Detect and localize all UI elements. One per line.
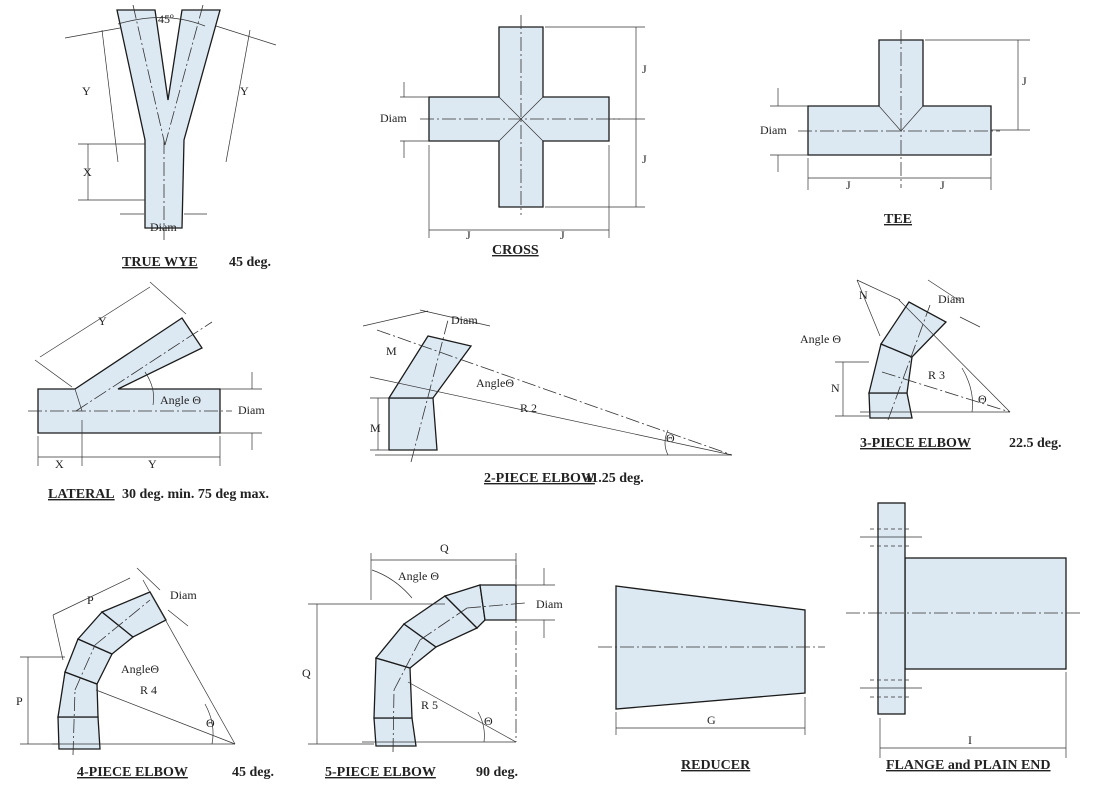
- cross-j-bottom-label: J: [642, 152, 647, 166]
- elbow3-spec: 22.5 deg.: [1009, 436, 1062, 451]
- tee-fitting: [770, 30, 1030, 190]
- lateral-body: [37, 317, 221, 434]
- cross-caption: CROSS: [492, 243, 539, 258]
- elbow2-caption: 2-PIECE ELBOW: [484, 471, 595, 486]
- elbow3-top-segment: [880, 301, 948, 358]
- lateral-fitting: [28, 281, 262, 466]
- elbow5-angle-label: Angle Θ: [398, 569, 439, 583]
- elbow2-m-bottom-label: M: [370, 421, 381, 435]
- two-piece-elbow-fitting: [362, 309, 733, 463]
- elbow5-diam-label: Diam: [536, 597, 563, 611]
- elbow2-spec: 11.25 deg.: [585, 471, 644, 486]
- elbow5-r5-label: R 5: [421, 698, 438, 712]
- reducer-g-label: G: [707, 713, 716, 727]
- tee-body: [807, 39, 992, 156]
- true-wye-spec: 45 deg.: [229, 255, 271, 270]
- elbow3-n-bottom-label: N: [831, 381, 840, 395]
- elbow3-caption: 3-PIECE ELBOW: [860, 436, 971, 451]
- elbow4-r4-label: R 4: [140, 683, 157, 697]
- lateral-y-top-label: Y: [98, 314, 107, 328]
- elbow2-r2-label: R 2: [520, 401, 537, 415]
- tee-j-right-label: J: [940, 178, 945, 192]
- elbow4-segment-5: [100, 591, 167, 638]
- elbow2-diam-label: Diam: [451, 313, 478, 327]
- elbow3-r3-label: R 3: [928, 368, 945, 382]
- true-wye-body: [116, 9, 221, 229]
- cross-j-top-label: J: [642, 62, 647, 76]
- flange-caption: FLANGE and PLAIN END: [886, 758, 1051, 773]
- elbow5-caption: 5-PIECE ELBOW: [325, 765, 436, 780]
- elbow4-theta-label: Θ: [206, 716, 215, 730]
- elbow4-p-left-label: P: [16, 694, 23, 708]
- elbow5-q-left-label: Q: [302, 666, 311, 680]
- elbow5-spec: 90 deg.: [476, 765, 518, 780]
- lateral-spec: 30 deg. min. 75 deg max.: [122, 487, 269, 502]
- elbow3-n-top-label: N: [859, 288, 868, 302]
- elbow5-segment-6: [479, 584, 517, 621]
- cross-j-right-label: J: [560, 228, 565, 242]
- reducer-body: [615, 585, 806, 710]
- elbow5-theta-label: Θ: [484, 714, 493, 728]
- cross-fitting: [400, 15, 645, 238]
- reducer-caption: REDUCER: [681, 758, 751, 773]
- elbow5-q-top-label: Q: [440, 541, 449, 555]
- elbow3-theta-label: Θ: [978, 392, 987, 406]
- three-piece-elbow-fitting: [835, 279, 1011, 421]
- elbow2-angle-label: AngleΘ: [476, 376, 514, 390]
- tee-j-vertical-label: J: [1022, 74, 1027, 88]
- elbow2-lower-segment: [388, 397, 438, 451]
- true-wye-y-right-label: Y: [240, 84, 249, 98]
- lateral-diam-label: Diam: [238, 403, 265, 417]
- flange-plate: [877, 502, 906, 715]
- true-wye-diam-label: Diam: [150, 220, 177, 234]
- true-wye-x-label: X: [83, 165, 92, 179]
- five-piece-elbow-fitting: [308, 553, 555, 753]
- lateral-caption: LATERAL: [48, 487, 115, 502]
- elbow4-diam-label: Diam: [170, 588, 197, 602]
- four-piece-elbow-fitting: [20, 567, 236, 756]
- cross-diam-label: Diam: [380, 111, 407, 125]
- elbow2-theta-label: Θ: [666, 431, 675, 445]
- lateral-angle-label: Angle Θ: [160, 393, 201, 407]
- elbow4-caption: 4-PIECE ELBOW: [77, 765, 188, 780]
- tee-j-left-label: J: [846, 178, 851, 192]
- elbow4-spec: 45 deg.: [232, 765, 274, 780]
- elbow4-angle-label: AngleΘ: [121, 662, 159, 676]
- elbow3-angle-label: Angle Θ: [800, 332, 841, 346]
- tee-caption: TEE: [884, 212, 912, 227]
- elbow3-diam-label: Diam: [938, 292, 965, 306]
- elbow2-upper-segment: [387, 335, 473, 399]
- true-wye-angle-label: 45º: [158, 12, 174, 26]
- lateral-y-bottom-label: Y: [148, 457, 157, 471]
- flange-i-label: I: [968, 733, 972, 747]
- true-wye-fitting: [64, 4, 277, 240]
- true-wye-y-left-label: Y: [82, 84, 91, 98]
- lateral-x-label: X: [55, 457, 64, 471]
- flange-fitting: [846, 502, 1080, 758]
- flange-pipe-body: [904, 557, 1067, 670]
- elbow2-m-top-label: M: [386, 344, 397, 358]
- reducer-fitting: [598, 585, 825, 735]
- cross-j-left-label: J: [466, 228, 471, 242]
- elbow4-p-top-label: P: [87, 593, 94, 607]
- true-wye-caption: TRUE WYE: [122, 255, 198, 270]
- tee-diam-label: Diam: [760, 123, 787, 137]
